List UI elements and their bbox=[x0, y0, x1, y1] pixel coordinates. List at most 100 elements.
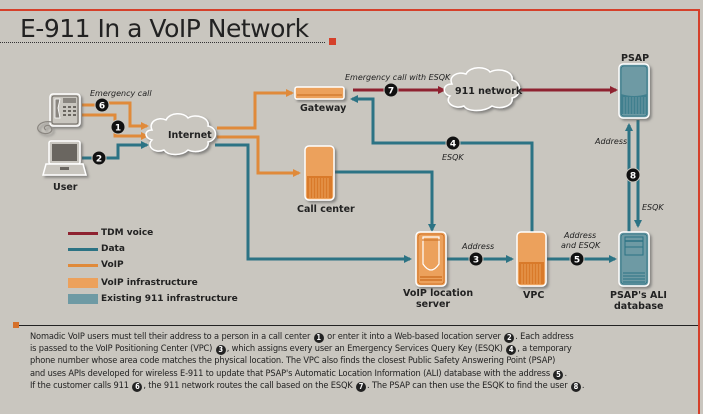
caption-step-badge: 1 bbox=[313, 333, 324, 343]
ali-database-label-2: database bbox=[614, 301, 663, 312]
voip-location-server-icon bbox=[415, 231, 447, 287]
step-badge-5: 5 bbox=[569, 251, 585, 267]
address-label-3: Address bbox=[461, 242, 494, 251]
step-badge-6: 6 bbox=[94, 97, 110, 113]
edge-vpc-gateway-4 bbox=[350, 95, 534, 232]
caption-line: Nomadic VoIP users must tell their addre… bbox=[30, 331, 698, 343]
gateway-device-icon bbox=[294, 86, 345, 100]
caption-line: is passed to the VoIP Positioning Center… bbox=[30, 343, 698, 356]
ali-database-server-icon bbox=[618, 231, 650, 287]
legend-swatch-tdm-voice bbox=[68, 231, 98, 235]
step-badge-7: 7 bbox=[383, 82, 399, 98]
step-badge-3: 3 bbox=[468, 251, 484, 267]
step-badge-4: 4 bbox=[445, 135, 461, 151]
caption-text-segment: . The PSAP can then use the ESQK to find… bbox=[367, 379, 570, 391]
caption-divider bbox=[19, 325, 698, 326]
caption-text-segment: phone number whose area code matches the… bbox=[30, 355, 556, 367]
edge-callcenter-voip-location-server bbox=[335, 170, 436, 232]
svg-text:4: 4 bbox=[450, 140, 456, 150]
edge-internet-callcenter bbox=[217, 135, 301, 177]
svg-text:6: 6 bbox=[99, 102, 105, 112]
user-label: User bbox=[53, 182, 78, 193]
step-badge-1: 1 bbox=[110, 119, 126, 135]
legend-swatch-existing-911-infrastructure bbox=[68, 294, 98, 304]
caption-text-segment: and uses APIs developed for wireless E-9… bbox=[30, 367, 553, 379]
legend-item-voip-infrastructure: VoIP infrastructure bbox=[68, 276, 198, 290]
legend-swatch-data bbox=[68, 247, 98, 251]
caption-text: Nomadic VoIP users must tell their addre… bbox=[30, 331, 698, 392]
desk-phone-icon bbox=[37, 93, 81, 135]
address-esqk-label-1: Address bbox=[563, 231, 596, 240]
legend-item-voip: VoIP bbox=[68, 258, 124, 272]
internet-label: Internet bbox=[168, 130, 212, 141]
911-network-cloud-icon bbox=[443, 67, 521, 112]
caption-text-segment: . Each address bbox=[515, 331, 574, 342]
caption-accent-square bbox=[13, 322, 19, 328]
caption-step-badge: 4 bbox=[506, 345, 517, 356]
svg-text:7: 7 bbox=[388, 87, 394, 97]
legend-label: VoIP bbox=[101, 260, 124, 270]
caption-text-segment: , the 911 network routes the call based … bbox=[143, 379, 356, 391]
laptop-icon bbox=[42, 140, 87, 176]
caption-text-segment: , which assigns every user an Emergency … bbox=[226, 343, 506, 355]
legend-label: VoIP infrastructure bbox=[101, 278, 198, 288]
frame-right-border bbox=[698, 9, 700, 414]
address-esqk-label-2: and ESQK bbox=[561, 241, 601, 250]
title-accent-square bbox=[329, 38, 336, 45]
psap-server-icon bbox=[618, 63, 650, 119]
svg-text:3: 3 bbox=[473, 256, 479, 266]
caption-text-segment: , a temporary bbox=[517, 343, 572, 355]
gateway-label: Gateway bbox=[300, 103, 347, 114]
psap-label: PSAP bbox=[621, 53, 649, 64]
caption-step-badge: 5 bbox=[553, 369, 564, 380]
address-label-8: Address bbox=[594, 137, 627, 146]
caption-text-segment: If the customer calls 911 bbox=[30, 379, 132, 391]
legend-item-data: Data bbox=[68, 242, 125, 256]
caption-text-segment: is passed to the VoIP Positioning Center… bbox=[30, 343, 215, 355]
caption-line: If the customer calls 911 6, the 911 net… bbox=[30, 380, 698, 392]
caption-text-segment: Nomadic VoIP users must tell their addre… bbox=[30, 331, 313, 342]
svg-text:5: 5 bbox=[574, 256, 580, 266]
edge-internet-gateway bbox=[217, 89, 294, 130]
svg-text:1: 1 bbox=[115, 124, 121, 134]
caption-line: phone number whose area code matches the… bbox=[30, 355, 698, 367]
esqk-label-8: ESQK bbox=[642, 203, 664, 212]
vpc-server-icon bbox=[516, 231, 547, 287]
legend-label: TDM voice bbox=[101, 228, 154, 238]
911-network-label: 911 network bbox=[455, 86, 523, 97]
legend-label: Data bbox=[101, 244, 125, 254]
legend-swatch-voip-infrastructure bbox=[68, 278, 98, 288]
vpc-label: VPC bbox=[523, 290, 544, 301]
legend-label: Existing 911 infrastructure bbox=[101, 294, 238, 304]
caption-step-badge: 3 bbox=[215, 345, 226, 356]
caption-text-segment: . bbox=[564, 367, 567, 379]
title-underline bbox=[0, 42, 325, 43]
legend-item-tdm-voice: TDM voice bbox=[68, 226, 153, 240]
voip-location-server-label-1: VoIP location bbox=[403, 288, 473, 299]
call-center-label: Call center bbox=[297, 204, 355, 215]
edge-user-internet-2 bbox=[82, 141, 149, 160]
step-badge-2: 2 bbox=[91, 150, 107, 166]
emergency-call-label: Emergency call bbox=[90, 89, 152, 98]
legend-swatch-voip bbox=[68, 263, 98, 267]
caption-step-badge: 6 bbox=[132, 381, 143, 392]
emergency-call-esqk-label: Emergency call with ESQK bbox=[345, 73, 451, 82]
legend-item-existing-911-infrastructure: Existing 911 infrastructure bbox=[68, 292, 238, 306]
caption-line: and uses APIs developed for wireless E-9… bbox=[30, 368, 698, 380]
ali-database-label-1: PSAP's ALI bbox=[610, 290, 667, 301]
internet-cloud-icon bbox=[145, 113, 217, 156]
frame-top-border bbox=[0, 9, 700, 11]
step-badge-8: 8 bbox=[625, 167, 641, 183]
caption-step-badge: 7 bbox=[356, 381, 367, 392]
esqk-label-4: ESQK bbox=[442, 153, 464, 162]
edge-internet-voip-location-server bbox=[215, 143, 412, 263]
caption-step-badge: 8 bbox=[570, 381, 581, 392]
page-title: E-911 In a VoIP Network bbox=[20, 14, 309, 43]
svg-text:8: 8 bbox=[630, 172, 636, 182]
call-center-server-icon bbox=[304, 145, 335, 201]
caption-text-segment: or enter it into a Web-based location se… bbox=[324, 331, 504, 342]
voip-location-server-label-2: server bbox=[416, 299, 450, 310]
svg-text:2: 2 bbox=[96, 155, 102, 165]
caption-text-segment: . bbox=[581, 379, 585, 391]
